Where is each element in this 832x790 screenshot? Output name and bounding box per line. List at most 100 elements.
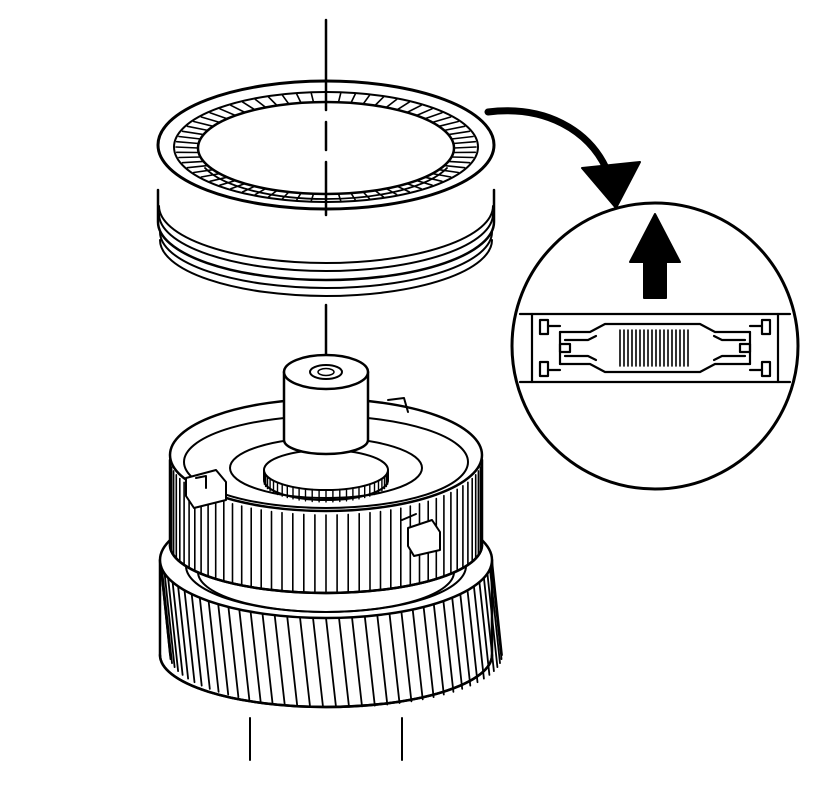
tooth-line	[175, 146, 199, 149]
tooth-line	[350, 192, 357, 201]
tooth-line	[181, 130, 205, 136]
tooth-line	[325, 617, 337, 708]
tooth-line	[192, 120, 214, 128]
tooth-line	[400, 610, 413, 703]
tooth-line	[238, 608, 251, 701]
tooth-line	[388, 612, 401, 704]
tooth-line	[350, 93, 357, 104]
tooth-line	[415, 108, 433, 117]
tooth-line	[183, 589, 196, 684]
direction-arrow-up	[629, 213, 681, 299]
tooth-line	[192, 168, 214, 174]
tooth-line	[209, 176, 228, 183]
tooth-line	[424, 176, 443, 183]
tooth-line	[198, 596, 211, 690]
tooth-line	[431, 116, 452, 124]
tooth-line	[451, 596, 464, 690]
tooth-line	[227, 606, 240, 698]
tooth-line	[443, 164, 466, 169]
tooth-line	[452, 140, 477, 145]
tooth-line	[374, 189, 385, 198]
tooth-line	[254, 98, 267, 109]
tooth-line	[438, 168, 460, 174]
tooth-line	[489, 568, 501, 664]
tooth-line	[261, 612, 274, 704]
tooth-line	[171, 581, 184, 676]
tooth-line	[486, 572, 499, 668]
tooth-line	[219, 108, 237, 117]
tooth-line	[281, 94, 290, 105]
tooth-line	[186, 125, 209, 132]
tooth-line	[385, 187, 398, 196]
tooth-line	[338, 616, 350, 708]
tooth-line	[167, 577, 180, 672]
tooth-line	[190, 593, 203, 687]
callout-arrow	[484, 107, 641, 209]
tooth-line	[438, 120, 460, 128]
detail-callout-circle	[510, 201, 800, 491]
tooth-line	[267, 189, 278, 198]
sleeve-cross-section	[518, 312, 792, 384]
tooth-line	[447, 160, 471, 164]
tooth-line	[385, 98, 398, 109]
tooth-line	[424, 111, 443, 120]
tooth-line	[207, 600, 220, 693]
tooth-line	[186, 164, 209, 169]
tooth-line	[175, 140, 200, 145]
tooth-line	[351, 616, 363, 708]
tooth-line	[161, 568, 173, 664]
tooth-line	[178, 156, 202, 159]
synchronizer-sleeve	[156, 79, 496, 297]
tooth-line	[241, 101, 256, 111]
tooth-line	[396, 101, 411, 111]
tooth-line	[374, 96, 385, 107]
tooth-line	[432, 603, 445, 696]
tooth-line	[443, 125, 466, 132]
tooth-line	[422, 606, 435, 698]
tooth-line	[281, 191, 290, 200]
tooth-line	[472, 585, 485, 680]
tooth-line	[159, 563, 172, 660]
tooth-line	[490, 563, 503, 660]
tooth-line	[249, 610, 262, 703]
tooth-line	[447, 130, 471, 136]
tooth-line	[442, 600, 455, 693]
tooth-line	[466, 589, 479, 684]
tooth-line	[181, 160, 205, 164]
helical-gear-teeth	[159, 559, 503, 708]
tooth-line	[376, 614, 389, 706]
tooth-line	[431, 172, 452, 178]
tooth-line	[362, 191, 371, 200]
hub-splines	[263, 469, 389, 503]
sleeve-internal-splines	[175, 92, 477, 202]
tooth-line	[273, 614, 286, 706]
shaft-hub	[282, 353, 370, 456]
tooth-line	[217, 603, 230, 696]
tooth-line	[310, 92, 315, 103]
tooth-line	[363, 615, 376, 707]
tooth-line	[362, 94, 371, 105]
tooth-line	[267, 96, 278, 107]
tooth-line	[453, 146, 477, 149]
tooth-line	[312, 616, 324, 708]
tooth-line	[200, 172, 221, 178]
tooth-line	[295, 93, 302, 104]
tooth-line	[200, 116, 221, 124]
tooth-line	[337, 92, 342, 103]
tooth-line	[491, 559, 503, 656]
tooth-line	[450, 156, 474, 159]
tooth-line	[450, 135, 474, 140]
detail-splines	[619, 329, 689, 367]
tooth-line	[163, 572, 176, 668]
tooth-line	[177, 585, 190, 680]
tooth-line	[286, 615, 299, 707]
tooth-line	[209, 111, 228, 120]
tooth-line	[230, 104, 246, 114]
tooth-line	[299, 616, 311, 708]
tooth-line	[254, 187, 267, 196]
tooth-line	[478, 581, 491, 676]
tooth-line	[295, 192, 302, 201]
tooth-line	[178, 135, 202, 140]
